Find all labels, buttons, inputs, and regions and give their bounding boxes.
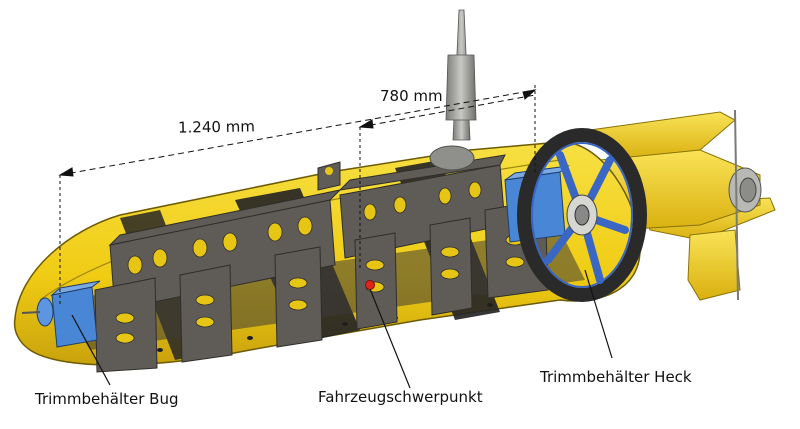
propeller-duct [517, 128, 647, 302]
bow-trim-tank [21, 280, 101, 348]
total-length-label: 1.240 mm [177, 117, 256, 137]
leader-lines [71, 269, 613, 389]
stern-trim-label: Trimmbehälter Heck [540, 368, 692, 386]
rear-length-label: 780 mm [380, 87, 443, 105]
bow-trim-label: Trimmbehälter Bug [35, 390, 179, 408]
frame-holes [115, 181, 525, 344]
dimension-lines [58, 85, 537, 305]
cog-label: Fahrzeugschwerpunkt [318, 388, 483, 406]
mast [317, 9, 477, 191]
center-of-gravity-marker [365, 280, 375, 290]
